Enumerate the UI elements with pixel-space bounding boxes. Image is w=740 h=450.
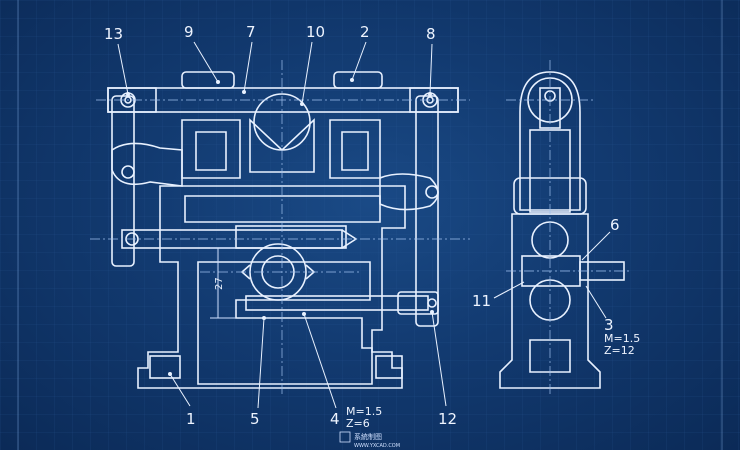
part-label-9: 9 <box>184 23 194 41</box>
part-label-12: 12 <box>438 410 457 428</box>
leaders <box>117 41 611 409</box>
part-label-1: 1 <box>186 410 196 428</box>
gear3-module-note: M=1.5 <box>604 332 640 345</box>
gear4-teeth-note: Z=6 <box>346 417 370 430</box>
side-view <box>499 60 630 396</box>
part-label-5: 5 <box>250 410 260 428</box>
part-label-2: 2 <box>360 23 370 41</box>
watermark-logo <box>339 431 351 443</box>
left-lever <box>111 142 183 187</box>
side-arm <box>519 71 581 211</box>
slide-block <box>184 195 381 223</box>
front-view: 27 <box>90 60 470 396</box>
part-label-6: 6 <box>610 216 620 234</box>
part-label-4: 4 <box>330 410 340 428</box>
dim-27: 27 <box>214 277 225 290</box>
part-label-10: 10 <box>306 23 325 41</box>
part-label-7: 7 <box>246 23 256 41</box>
part-label-3: 3 <box>604 316 614 334</box>
watermark-url: WWW.YXCAD.COM <box>354 443 400 449</box>
lug-9 <box>181 71 235 89</box>
part-label-8: 8 <box>426 25 436 43</box>
v-block <box>249 118 315 173</box>
gear3-teeth-note: Z=12 <box>604 344 635 357</box>
right-link-12 <box>415 95 439 327</box>
watermark-title: 系統制图 <box>354 432 382 441</box>
part-label-13: 13 <box>104 25 123 43</box>
gear4-module-note: M=1.5 <box>346 405 382 418</box>
lug-2 <box>333 71 383 89</box>
part-label-11: 11 <box>472 292 491 310</box>
drawing-border <box>17 0 723 450</box>
